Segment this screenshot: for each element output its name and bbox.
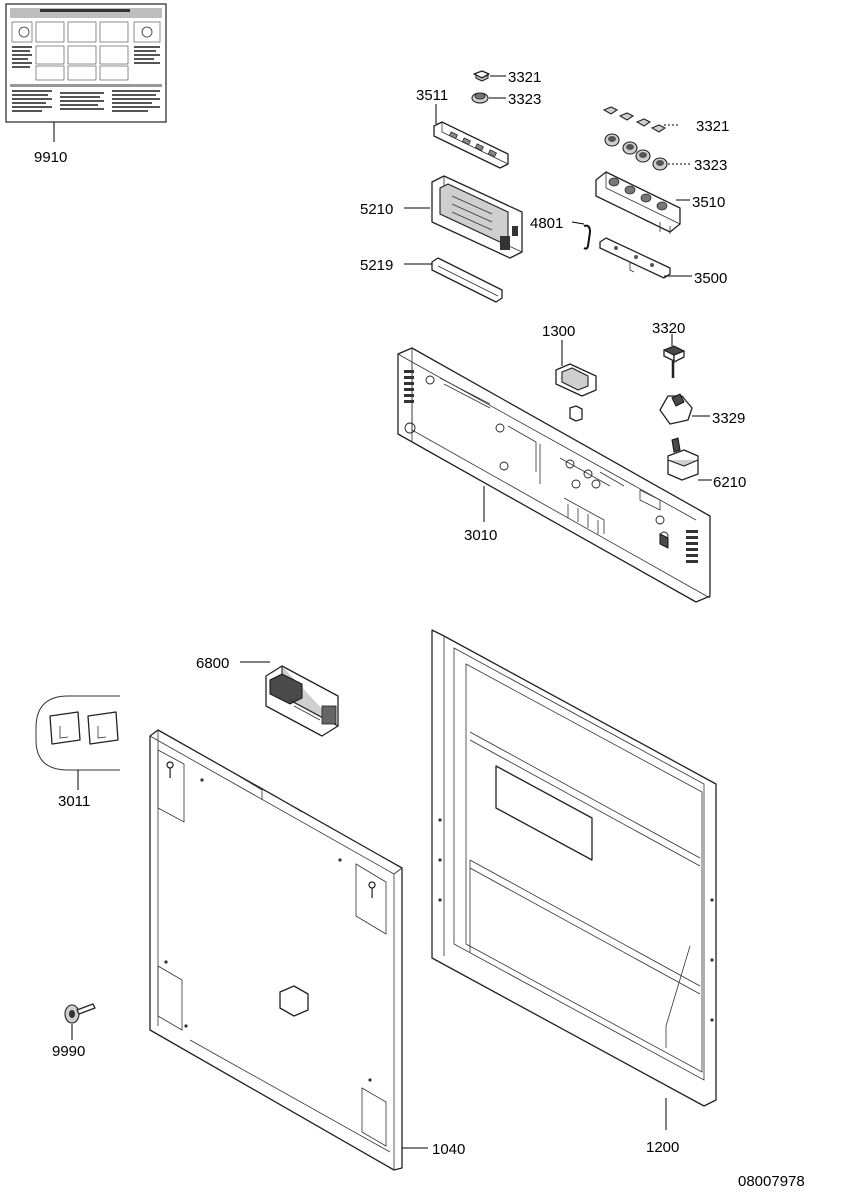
- label-3510: 3510: [692, 194, 725, 211]
- part-1200-outer-door: [431, 629, 717, 1130]
- part-3323-knob-ring: [471, 92, 506, 104]
- label-1040: 1040: [432, 1141, 465, 1158]
- part-3011-mounting-brackets: [35, 695, 120, 790]
- part-3329-knob-adapter: [659, 393, 710, 425]
- label-3321-right: 3321: [696, 118, 729, 135]
- label-3320: 3320: [652, 320, 685, 337]
- label-1200: 1200: [646, 1139, 679, 1156]
- label-3321-top: 3321: [508, 69, 541, 86]
- part-6800-control-module: [240, 661, 339, 737]
- label-3329: 3329: [712, 410, 745, 427]
- part-9910-instruction-sheet: [5, 3, 167, 142]
- part-4801-wire-clip: [571, 221, 592, 250]
- label-3500: 3500: [694, 270, 727, 287]
- part-3321-button-caps-group: [602, 106, 680, 133]
- part-3500-switch-board: [599, 237, 692, 279]
- part-3323-knob-rings-group: [604, 133, 690, 171]
- label-9910: 9910: [34, 149, 67, 166]
- part-6210-selector-switch: [667, 437, 712, 481]
- label-5210: 5210: [360, 201, 393, 218]
- part-3510-knob-housing: [595, 171, 690, 234]
- label-3511: 3511: [416, 87, 448, 104]
- label-6210: 6210: [713, 474, 746, 491]
- drawing-number: 08007978: [738, 1173, 805, 1190]
- label-3010: 3010: [464, 527, 497, 544]
- part-3320-selector-knob: [662, 334, 686, 378]
- part-1040-door-panel: [149, 729, 428, 1171]
- label-3323-top: 3323: [508, 91, 541, 108]
- label-3323-right: 3323: [694, 157, 727, 174]
- part-5219-cover-strip: [404, 257, 503, 303]
- label-3011: 3011: [58, 793, 90, 810]
- part-3321-button-cap: [473, 70, 506, 82]
- label-6800: 6800: [196, 655, 229, 672]
- part-9990-fastener: [64, 1003, 96, 1040]
- part-5210-electronic-module: [404, 175, 523, 259]
- label-9990: 9990: [52, 1043, 85, 1060]
- part-3010-control-panel: [397, 347, 711, 603]
- label-4801: 4801: [530, 215, 563, 232]
- label-5219: 5219: [360, 257, 393, 274]
- part-3511-button-strip: [433, 104, 509, 169]
- label-1300: 1300: [542, 323, 575, 340]
- part-1300-door-lock: [555, 340, 597, 422]
